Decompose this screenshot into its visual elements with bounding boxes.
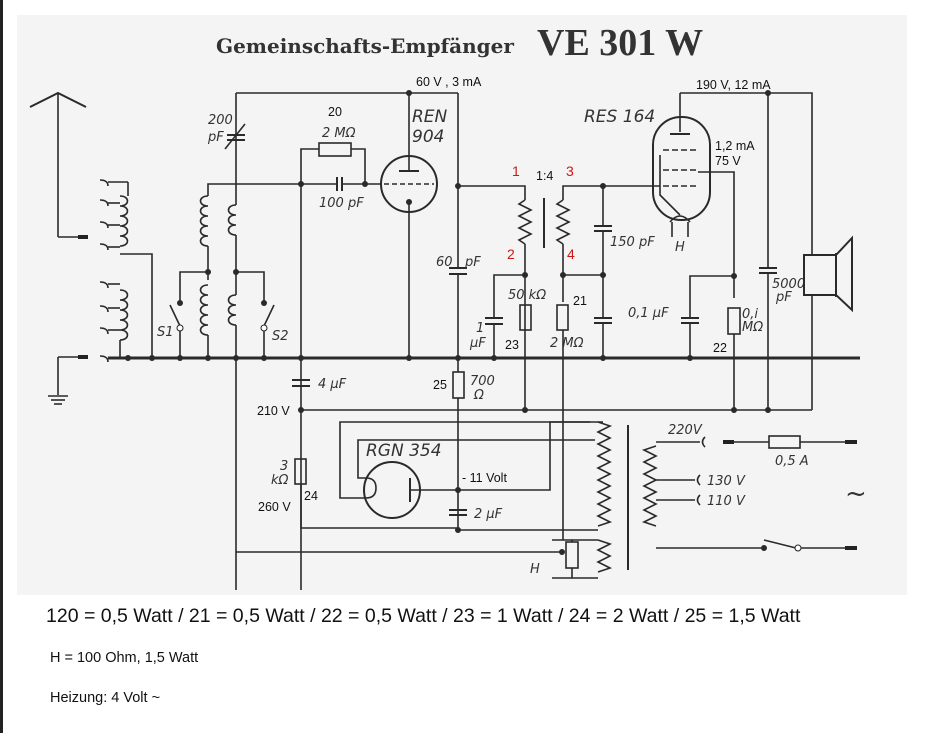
- resistor-01m-22: 0,i MΩ 22: [713, 307, 763, 413]
- pin-2: 2: [507, 246, 515, 262]
- voltage-210-label: 210 V: [257, 404, 290, 418]
- screen-voltage-label: 75 V: [715, 154, 741, 168]
- speaker-icon: [803, 235, 853, 410]
- tube-ren904: REN 904: [380, 90, 448, 358]
- svg-text:0,i: 0,i: [742, 307, 758, 322]
- heating-note: Heizung: 4 Volt ~: [50, 690, 161, 706]
- svg-text:pF: pF: [207, 130, 224, 145]
- tube-rgn354: RGN 354: [339, 421, 603, 519]
- svg-text:2 MΩ: 2 MΩ: [550, 336, 584, 351]
- power-transformer: [458, 421, 658, 573]
- capacitor-1uf: 1 µF: [469, 272, 528, 358]
- tuning-coils: [179, 93, 301, 590]
- svg-text:0,5 A: 0,5 A: [775, 454, 809, 469]
- pin-4: 4: [567, 246, 575, 262]
- voltage-260-label: 260 V: [258, 500, 291, 514]
- output-voltage-label: 190 V, 12 mA: [696, 78, 771, 92]
- svg-text:2 MΩ: 2 MΩ: [322, 126, 356, 141]
- wattage-note: 120 = 0,5 Watt / 21 = 0,5 Watt / 22 = 0,…: [46, 605, 801, 627]
- resistor-700-25: 25 700 Ω: [433, 371, 495, 530]
- capacitor-2uf: 2 µF: [449, 507, 503, 533]
- resistor-50k-23: 50 kΩ 23: [505, 288, 546, 413]
- svg-text:24: 24: [304, 489, 318, 503]
- svg-text:150 pF: 150 pF: [610, 235, 655, 250]
- svg-text:21: 21: [573, 294, 587, 308]
- svg-text:200: 200: [208, 113, 233, 128]
- svg-text:110 V: 110 V: [707, 494, 746, 509]
- antenna-coil-lower: [99, 281, 129, 363]
- capacitor-5000pf: 5000 pF: [759, 93, 805, 413]
- page-left-border: [0, 0, 3, 733]
- ac-symbol: ~: [845, 479, 867, 509]
- capacitor-4uf: 4 µF: [292, 377, 347, 392]
- svg-text:µF: µF: [469, 336, 486, 351]
- wire-bplus-output: [680, 92, 813, 255]
- heater-resistor-note: H = 100 Ohm, 1,5 Watt: [50, 650, 199, 666]
- ground-icon: [48, 355, 88, 405]
- switch-s2[interactable]: S2: [260, 300, 289, 358]
- svg-text:904: 904: [412, 127, 444, 147]
- pin-3: 3: [566, 163, 574, 179]
- svg-text:3: 3: [280, 459, 288, 474]
- svg-text:S2: S2: [272, 329, 289, 344]
- title-model: VE 301 W: [537, 22, 703, 64]
- schematic-sheet: [17, 15, 907, 595]
- svg-text:kΩ: kΩ: [271, 473, 289, 488]
- svg-text:25: 25: [433, 378, 447, 392]
- svg-text:4 µF: 4 µF: [318, 377, 347, 392]
- svg-text:H: H: [675, 240, 685, 255]
- capacitor-200pf: 200 pF: [207, 92, 458, 150]
- svg-text:RGN 354: RGN 354: [366, 441, 442, 461]
- svg-text:220V: 220V: [668, 423, 703, 438]
- svg-text:1:4: 1:4: [536, 169, 553, 183]
- capacitor-150pf: 150 pF: [594, 183, 655, 358]
- svg-text:100 pF: 100 pF: [319, 196, 364, 211]
- grid-leak-resistor-20: 20 2 MΩ: [300, 105, 366, 184]
- power-switch[interactable]: [763, 539, 857, 552]
- capacitor-100pf: 100 pF: [298, 177, 381, 211]
- svg-text:H: H: [530, 562, 540, 577]
- svg-text:5000: 5000: [772, 277, 805, 292]
- pin-1: 1: [512, 163, 520, 179]
- antenna-icon: [29, 91, 88, 239]
- interstage-transformer: 1:4 1 2 3 4: [458, 163, 603, 410]
- svg-text:Ω: Ω: [473, 388, 484, 403]
- svg-text:REN: REN: [412, 107, 448, 127]
- svg-text:20: 20: [328, 105, 342, 119]
- svg-text:pF: pF: [775, 290, 792, 305]
- svg-text:MΩ: MΩ: [742, 320, 763, 335]
- svg-text:0,1 µF: 0,1 µF: [628, 306, 669, 321]
- svg-text:50 kΩ: 50 kΩ: [508, 288, 546, 303]
- svg-text:pF: pF: [464, 255, 481, 270]
- svg-text:700: 700: [470, 374, 495, 389]
- capacitor-01uf: 0,1 µF: [628, 273, 737, 358]
- heater-potentiometer: H: [236, 539, 598, 579]
- detector-voltage-label: 60 V , 3 mA: [416, 75, 482, 89]
- schematic-diagram: Gemeinschafts-Empfänger VE 301 W: [29, 22, 867, 590]
- bias-voltage-label: - 11 Volt: [462, 471, 507, 485]
- svg-text:22: 22: [713, 341, 727, 355]
- svg-text:130 V: 130 V: [707, 474, 746, 489]
- tube-res164: H RES 164: [584, 93, 735, 298]
- capacitor-60pf: 60 pF: [436, 93, 481, 372]
- screen-current-label: 1,2 mA: [715, 139, 755, 153]
- resistor-3k-24: 3 kΩ 24: [271, 458, 458, 529]
- svg-text:23: 23: [505, 338, 519, 352]
- resistor-2m-21: 21 2 MΩ: [550, 272, 606, 540]
- svg-text:1: 1: [476, 321, 484, 336]
- antenna-coil-upper: [99, 179, 153, 357]
- svg-text:2 µF: 2 µF: [474, 507, 503, 522]
- mains-input: 220V 130 V 110 V: [656, 423, 767, 551]
- svg-text:S1: S1: [157, 325, 174, 340]
- title-prefix: Gemeinschafts-Empfänger: [216, 34, 514, 58]
- fuse: 0,5 A: [723, 435, 857, 469]
- svg-text:60: 60: [436, 255, 453, 270]
- switch-s1[interactable]: S1: [157, 300, 184, 358]
- svg-text:RES 164: RES 164: [584, 107, 655, 127]
